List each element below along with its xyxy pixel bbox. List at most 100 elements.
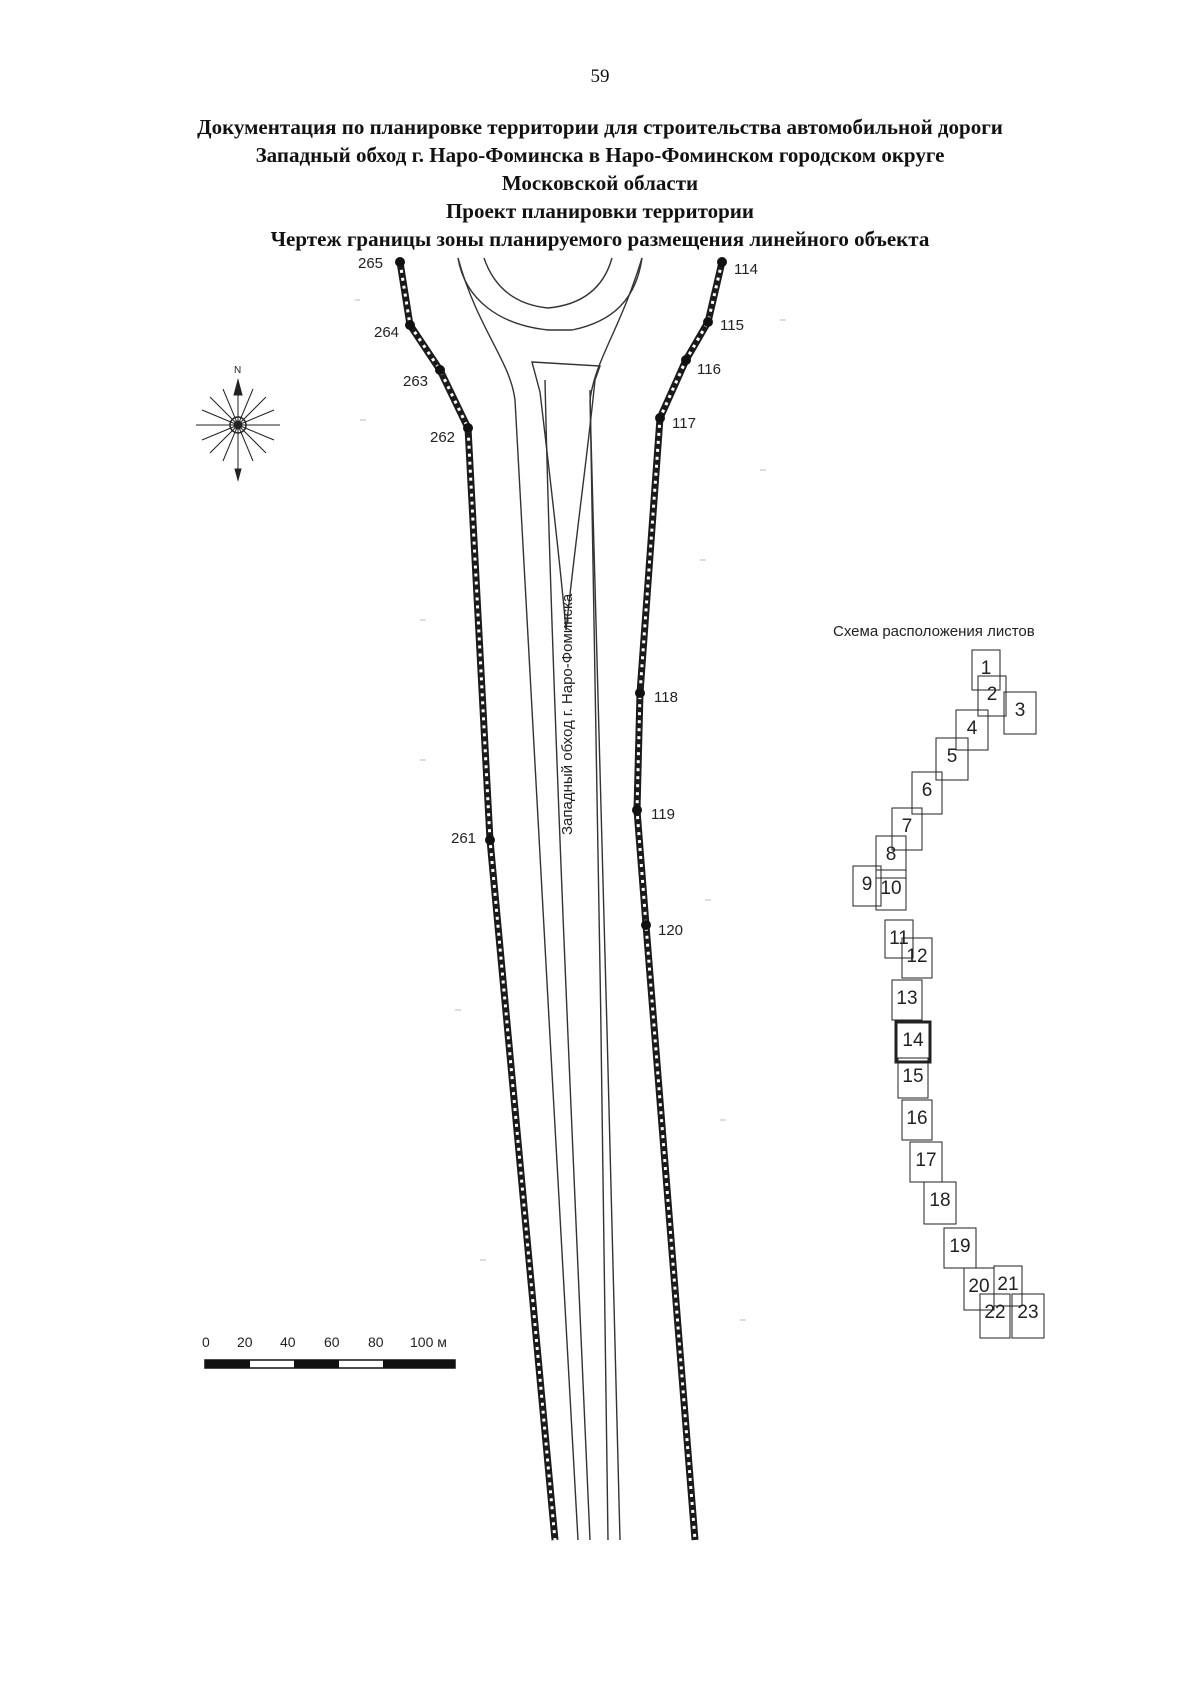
scale-bar: 0 20 40 60 80 100 м bbox=[202, 1334, 456, 1369]
title-line-3: Московской области bbox=[501, 171, 699, 195]
point-114 bbox=[717, 257, 727, 267]
sheet-frame-3 bbox=[1003, 691, 1037, 735]
boundary-points bbox=[395, 257, 727, 930]
north-label: N bbox=[234, 365, 241, 376]
sheet-label-8: 8 bbox=[886, 844, 897, 865]
sheet-frame-15 bbox=[897, 1057, 929, 1099]
document-title: Документация по планировке территории дл… bbox=[0, 113, 1200, 253]
sheet-label-9: 9 bbox=[862, 874, 873, 895]
sheet-label-15: 15 bbox=[902, 1066, 923, 1087]
sheet-frame-2 bbox=[977, 675, 1007, 717]
sheet-23: 23 bbox=[1011, 1293, 1045, 1339]
point-120 bbox=[641, 920, 651, 930]
label-263: 263 bbox=[403, 373, 428, 390]
roundabout-outer bbox=[457, 257, 643, 331]
point-labels: 265 264 263 262 261 114 115 116 117 118 … bbox=[358, 255, 758, 939]
title-line-2: Западный обход г. Наро-Фоминска в Наро-Ф… bbox=[255, 143, 945, 167]
scale-tick-20: 20 bbox=[237, 1334, 253, 1350]
sheet-frame-18 bbox=[923, 1181, 957, 1225]
scale-tick-60: 60 bbox=[324, 1334, 340, 1350]
sheet-17: 17 bbox=[909, 1141, 943, 1183]
label-264: 264 bbox=[374, 324, 399, 341]
label-118: 118 bbox=[654, 689, 678, 706]
sheet-frame-23 bbox=[1011, 1293, 1045, 1339]
scheme-title: Схема расположения листов bbox=[833, 623, 1035, 640]
sheet-frame-19 bbox=[943, 1227, 977, 1269]
sheet-label-4: 4 bbox=[967, 718, 978, 739]
sheet-12: 12 bbox=[901, 937, 933, 979]
sheet-22: 22 bbox=[979, 1293, 1011, 1339]
sheet-frame-10 bbox=[875, 869, 907, 911]
label-114: 114 bbox=[734, 261, 758, 278]
sheet-5: 5 bbox=[935, 737, 969, 781]
sheet-1: 1 bbox=[971, 649, 1001, 691]
sheet-label-3: 3 bbox=[1015, 700, 1026, 721]
sheet-label-23: 23 bbox=[1017, 1302, 1038, 1323]
sheet-frame-12 bbox=[901, 937, 933, 979]
sheet-9: 9 bbox=[852, 865, 882, 907]
boundary-left bbox=[396, 261, 559, 1541]
point-261 bbox=[485, 835, 495, 845]
sheet-frame-6 bbox=[911, 771, 943, 815]
sheet-frame-9 bbox=[852, 865, 882, 907]
north-arrow-icon: N bbox=[196, 365, 280, 482]
sheet-frame-4 bbox=[955, 709, 989, 751]
road-edge-right bbox=[589, 257, 643, 1541]
sheet-15: 15 bbox=[897, 1057, 929, 1099]
sheet-19: 19 bbox=[943, 1227, 977, 1269]
label-265: 265 bbox=[358, 255, 383, 272]
sheet-frame-5 bbox=[935, 737, 969, 781]
sheet-label-19: 19 bbox=[949, 1236, 970, 1257]
sheet-frame-11 bbox=[884, 919, 914, 959]
label-261: 261 bbox=[451, 830, 476, 847]
label-119: 119 bbox=[651, 806, 675, 823]
point-117 bbox=[655, 413, 665, 423]
point-262 bbox=[463, 423, 473, 433]
sheet-frame-7 bbox=[891, 807, 923, 851]
scale-tick-100: 100 м bbox=[410, 1334, 447, 1350]
sheet-14: 14 bbox=[894, 1020, 932, 1064]
sheet-label-17: 17 bbox=[915, 1150, 936, 1171]
sheet-21: 21 bbox=[993, 1265, 1023, 1307]
sheet-label-20: 20 bbox=[968, 1276, 989, 1297]
road-linework bbox=[457, 257, 643, 1541]
sheet-label-5: 5 bbox=[947, 746, 958, 767]
sheet-2: 2 bbox=[977, 675, 1007, 717]
scan-noise bbox=[355, 299, 786, 1321]
title-line-5: Чертеж границы зоны планируемого размеще… bbox=[270, 227, 930, 251]
sheet-10: 10 bbox=[875, 869, 907, 911]
sheet-11: 11 bbox=[884, 919, 914, 959]
sheet-label-2: 2 bbox=[987, 684, 998, 705]
scale-tick-80: 80 bbox=[368, 1334, 384, 1350]
point-115 bbox=[703, 317, 713, 327]
sheet-16: 16 bbox=[901, 1099, 933, 1141]
road-edge-left bbox=[457, 257, 579, 1541]
point-265 bbox=[395, 257, 405, 267]
point-264 bbox=[405, 320, 415, 330]
label-262: 262 bbox=[430, 429, 455, 446]
point-263 bbox=[435, 365, 445, 375]
label-117: 117 bbox=[672, 415, 696, 432]
sheet-label-1: 1 bbox=[981, 658, 992, 679]
point-119 bbox=[632, 805, 642, 815]
label-115: 115 bbox=[720, 317, 744, 334]
page-number: 59 bbox=[590, 66, 610, 87]
label-116: 116 bbox=[697, 361, 721, 378]
boundary-right bbox=[633, 261, 726, 1541]
sheet-18: 18 bbox=[923, 1181, 957, 1225]
road-label: Западный обход г. Наро-Фоминска bbox=[559, 593, 576, 835]
sheet-label-7: 7 bbox=[902, 816, 913, 837]
sheet-frame-14 bbox=[894, 1020, 932, 1064]
lane-line-right bbox=[589, 389, 609, 1541]
sheet-frame-1 bbox=[971, 649, 1001, 691]
sheet-label-13: 13 bbox=[896, 988, 917, 1009]
sheet-label-18: 18 bbox=[929, 1190, 950, 1211]
scale-tick-0: 0 bbox=[202, 1334, 210, 1350]
sheet-frame-8 bbox=[875, 835, 907, 879]
sheet-label-6: 6 bbox=[922, 780, 933, 801]
sheet-4: 4 bbox=[955, 709, 989, 751]
sheet-label-10: 10 bbox=[880, 878, 901, 899]
sheet-7: 7 bbox=[891, 807, 923, 851]
